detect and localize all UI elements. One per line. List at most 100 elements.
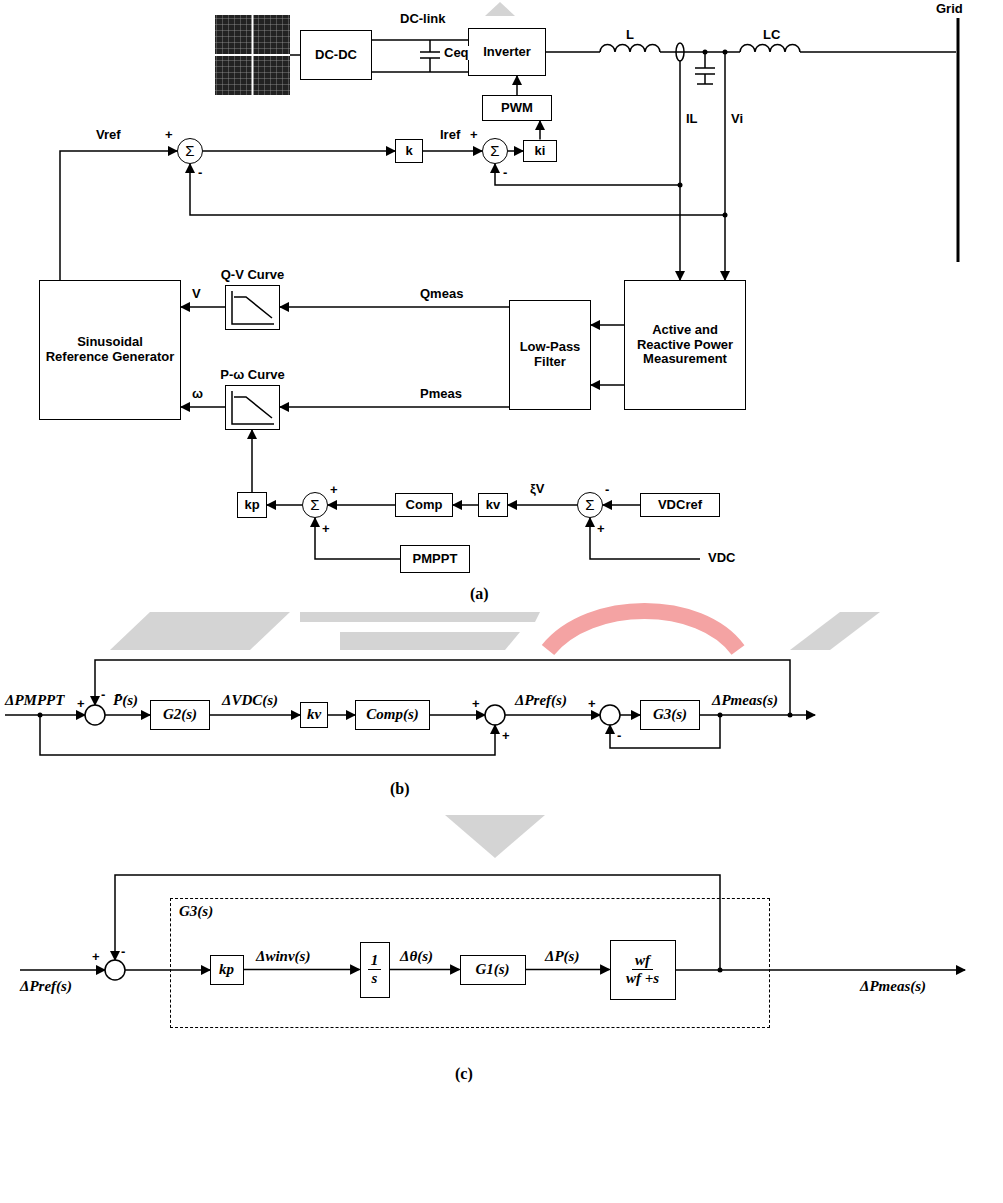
filter-box: wfwf +s [610,940,676,1000]
node-text: G3(s) [653,706,687,723]
node-text: G2(s) [163,706,197,723]
node-text: Σ [490,142,499,159]
wire [20,969,105,971]
signal-arrow [390,969,460,971]
signal-label: Vref [96,128,121,142]
node-text: kp [244,498,259,513]
signal-arrow [280,306,509,308]
signal-label: ΔPref(s) [20,978,72,995]
node-text: kv [307,706,321,723]
signal-label: ξV [530,482,544,496]
summing-junction: Σ [577,492,603,518]
pv-panel [215,15,290,95]
node-text: kv [486,498,500,513]
signal-label: L [626,28,634,42]
gain-box: k [395,139,423,163]
inductor-symbol [740,45,800,52]
signal-arrow [508,504,577,506]
node-text: PMPPT [413,552,458,567]
transfer-function-box: G3(s) [640,700,700,730]
filter-box: Low-Pass Filter [509,300,591,410]
junction-dot [788,713,793,718]
droop-curve [234,397,272,418]
sign-symbol: + [92,950,100,964]
junction-dot [723,50,728,55]
node-text: wf [632,952,653,970]
sign-symbol: + [502,729,510,743]
node-text: Low-Pass Filter [514,340,586,370]
wire [190,164,725,215]
inductor-symbol [600,45,660,52]
signal-label: Δθ(s) [400,948,433,965]
node-text: 1 [368,952,382,970]
signal-arrow [280,406,509,408]
compensator-box: Comp(s) [355,700,430,730]
droop-curve [234,297,272,318]
signal-label: DC-link [400,12,446,26]
summing-circle [485,705,505,725]
signal-label: IL [686,112,698,126]
signal-arrow [591,324,624,326]
node-text: G1(s) [475,961,509,978]
watermark-arc [548,611,738,650]
node-text: P-ω Curve [220,368,284,383]
panel-label: (c) [455,1065,473,1083]
junction-dot [718,713,723,718]
node-text: Sinusoidal Reference Generator [44,335,176,365]
node-text: PWM [501,101,533,116]
signal-label: ΔP(s) [545,948,579,965]
capacitor-symbol [695,52,715,84]
node-text: ki [535,144,546,159]
signal-label: ΔVDC(s) [222,692,278,709]
summing-junction: Σ [482,138,508,164]
summing-circle [85,705,105,725]
watermark-shape [790,612,880,650]
signal-arrow [539,121,541,140]
sign-symbol: + [330,483,338,497]
capacitor-symbol [420,40,440,72]
sign-symbol: + [472,697,480,711]
junction-dot [38,713,43,718]
signal-arrow [423,150,482,152]
gain-box: ki [523,140,557,163]
signal-arrow [526,969,610,971]
grid-bus [957,18,960,262]
droop-curve-box: Q-V Curve [225,285,280,330]
signal-arrow [181,406,225,408]
signal-arrow [453,504,478,506]
node-text: Inverter [483,45,531,60]
current-sensor [676,43,684,61]
node-text: Σ [585,496,594,513]
signal-label: ΔPmeas(s) [860,978,926,995]
reference-box: VDCref [640,493,720,517]
pv-frame [215,15,290,95]
measurement-box: Active and Reactive Power Measurement [624,280,746,410]
signal-label: ω [192,387,203,401]
signal-label: Δwinv(s) [256,948,310,965]
node-text: VDCref [658,498,702,513]
signal-arrow [267,504,302,506]
signal-label: Pmeas [420,387,462,401]
sign-symbol: + [322,522,330,536]
signal-arrow [328,504,395,506]
signal-arrow [591,384,624,386]
sign-symbol: - [101,688,105,702]
droop-curve-box: P-ω Curve [225,385,280,430]
sign-symbol: + [470,128,478,142]
junction-dot [703,50,708,55]
wire [724,52,726,280]
node-text: kp [219,961,234,978]
node-text: Σ [310,496,319,513]
watermark-shape [110,612,290,650]
signal-arrow [203,150,395,152]
node-text: Comp(s) [366,706,419,723]
sign-symbol: + [597,522,605,536]
signal-label: Vi [731,112,743,126]
curve-axes [232,391,274,424]
wire [5,714,85,716]
signal-label: ΔPMPPT [5,692,64,709]
watermark-shape [340,632,520,650]
